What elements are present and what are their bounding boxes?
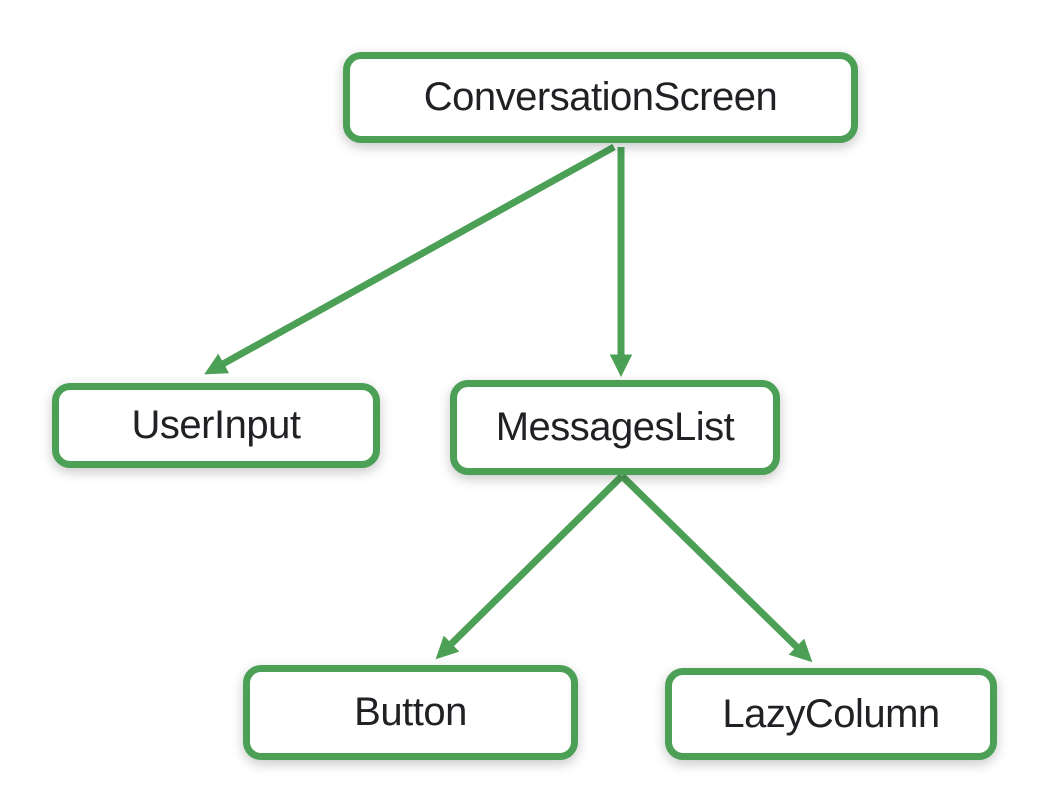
node-lazy-column: LazyColumn <box>665 668 997 760</box>
edge-messageslist-to-lazycolumn <box>619 473 813 663</box>
node-messages-list: MessagesList <box>450 380 780 475</box>
node-conversation-screen-label: ConversationScreen <box>423 75 778 119</box>
node-button-label: Button <box>354 690 467 734</box>
node-conversation-screen: ConversationScreen <box>343 52 858 143</box>
node-user-input-label: UserInput <box>131 403 301 447</box>
node-button: Button <box>243 665 578 760</box>
node-user-input: UserInput <box>52 383 380 468</box>
node-messages-list-label: MessagesList <box>495 405 735 449</box>
edge-messageslist-to-button <box>435 473 625 660</box>
edge-conversationscreen-to-userinput <box>204 143 616 375</box>
node-lazy-column-label: LazyColumn <box>722 691 940 736</box>
